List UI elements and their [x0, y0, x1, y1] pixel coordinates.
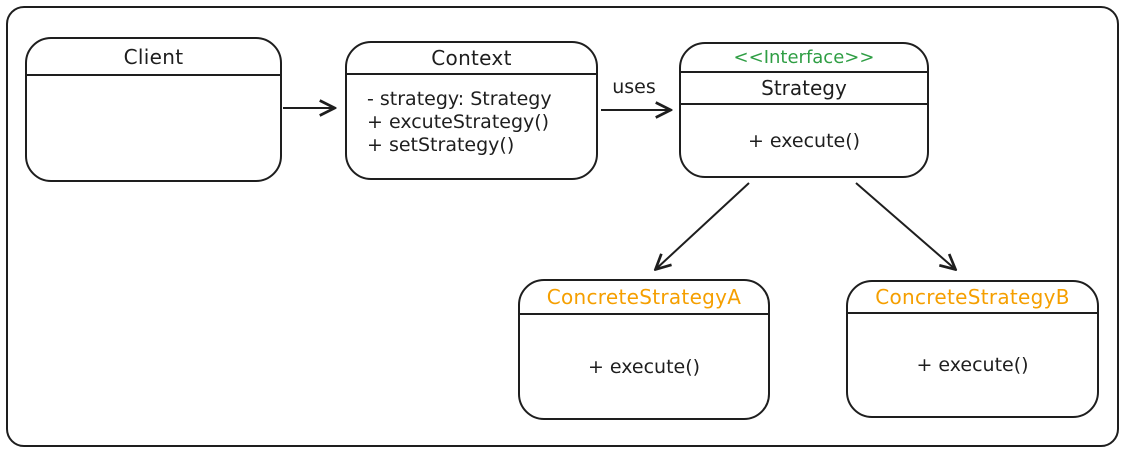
concrete-strategy-b-box: ConcreteStrategyB + execute() [846, 280, 1099, 418]
concrete-strategy-a-box: ConcreteStrategyA + execute() [518, 279, 770, 420]
concrete-strategy-b-methods: + execute() [848, 314, 1097, 416]
strategy-interface-methods: + execute() [681, 105, 927, 176]
diagram-outer-frame [6, 6, 1119, 447]
strategy-interface-box: <<Interface>> Strategy + execute() [679, 42, 929, 178]
strategy-execute-method: + execute() [747, 129, 861, 152]
client-class-title: Client [27, 39, 280, 76]
concrete-strategy-b-execute-method: + execute() [916, 354, 1029, 376]
uses-edge-label: uses [612, 76, 656, 98]
client-class-box: Client [25, 37, 282, 182]
context-class-box: Context - strategy: Strategy + excuteStr… [345, 41, 598, 180]
concrete-strategy-a-methods: + execute() [520, 315, 768, 418]
client-class-body [27, 76, 280, 180]
concrete-strategy-b-title: ConcreteStrategyB [848, 282, 1097, 314]
context-class-title: Context [347, 43, 596, 75]
concrete-strategy-a-execute-method: + execute() [587, 355, 701, 378]
context-class-members: - strategy: Strategy + excuteStrategy() … [347, 75, 596, 178]
strategy-interface-stereotype: <<Interface>> [681, 44, 927, 73]
context-member-strategy-field: - strategy: Strategy [367, 88, 552, 110]
strategy-interface-title: Strategy [681, 73, 927, 105]
concrete-strategy-a-title: ConcreteStrategyA [520, 281, 768, 315]
context-member-excute-strategy-method: + excuteStrategy() [367, 111, 550, 133]
context-member-set-strategy-method: + setStrategy() [367, 134, 515, 156]
